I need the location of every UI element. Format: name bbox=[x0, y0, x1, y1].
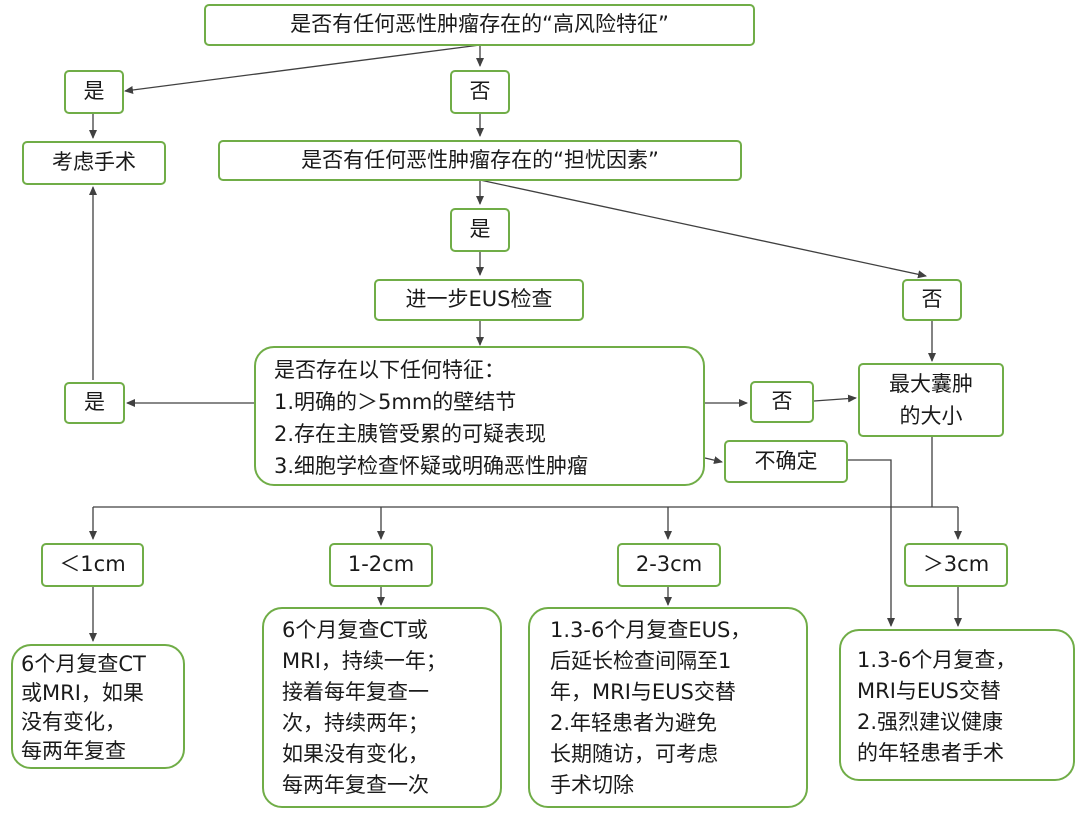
plan-1-2-line: 每两年复查一次 bbox=[282, 773, 429, 797]
plan-gt3-line: MRI与EUS交替 bbox=[857, 679, 1001, 703]
plan-1-2-line: 6个月复查CT或 bbox=[282, 618, 428, 642]
plan-gt3-node: 1.3-6个月复查， MRI与EUS交替 2.强烈建议健康 的年轻患者手术 bbox=[839, 629, 1075, 781]
features-question-line: 2.存在主胰管受累的可疑表现 bbox=[274, 422, 547, 446]
plan-2-3-line: 后延长检查间隔至1 bbox=[550, 649, 732, 673]
consider-surgery-node: 考虑手术 bbox=[22, 141, 166, 185]
size-gt3-label: ＞3cm bbox=[922, 552, 990, 577]
worrisome-question-label: 是否有任何恶性肿瘤存在的“担忧因素” bbox=[301, 147, 659, 172]
plan-2-3-node: 1.3-6个月复查EUS， 后延长检查间隔至1 年，MRI与EUS交替 2.年轻… bbox=[528, 607, 808, 808]
largest-cyst-line: 的大小 bbox=[899, 404, 963, 428]
plan-1-2-line: 如果没有变化， bbox=[282, 742, 429, 766]
size-lt1-label: ＜1cm bbox=[59, 552, 126, 577]
no-node-1: 否 bbox=[450, 70, 510, 114]
plan-1-2-line: MRI，持续一年； bbox=[282, 649, 447, 673]
no-node-1-label: 否 bbox=[469, 79, 491, 104]
high-risk-question-label: 是否有任何恶性肿瘤存在的“高风险特征” bbox=[290, 12, 669, 37]
plan-2-3-line: 手术切除 bbox=[550, 773, 634, 797]
eus-node: 进一步EUS检查 bbox=[374, 279, 584, 321]
plan-2-3-line: 2.年轻患者为避免 bbox=[550, 711, 718, 735]
features-question-text: 是否存在以下任何特征： 1.明确的＞5mm的壁结节 2.存在主胰管受累的可疑表现… bbox=[274, 354, 588, 482]
no-node-3-label: 否 bbox=[771, 389, 793, 414]
plan-gt3-line: 1.3-6个月复查， bbox=[857, 648, 1017, 672]
size-1-2-node: 1-2cm bbox=[329, 543, 433, 587]
yes-node-2: 是 bbox=[450, 208, 510, 252]
features-question-line: 1.明确的＞5mm的壁结节 bbox=[274, 390, 517, 414]
uncertain-node: 不确定 bbox=[724, 440, 848, 483]
no-node-2: 否 bbox=[902, 279, 962, 321]
plan-1-2-line: 次，持续两年； bbox=[282, 711, 429, 735]
largest-cyst-line: 最大囊肿 bbox=[889, 372, 973, 396]
largest-cyst-node: 最大囊肿 的大小 bbox=[858, 363, 1004, 437]
size-gt3-node: ＞3cm bbox=[904, 543, 1008, 587]
yes-node-1-label: 是 bbox=[83, 79, 105, 104]
plan-lt1-text: 6个月复查CT 或MRI，如果 没有变化， 每两年复查 bbox=[21, 650, 146, 766]
yes-node-3: 是 bbox=[64, 382, 125, 424]
plan-1-2-node: 6个月复查CT或 MRI，持续一年； 接着每年复查一 次，持续两年； 如果没有变… bbox=[262, 607, 502, 808]
no-node-3: 否 bbox=[750, 381, 814, 423]
features-question: 是否存在以下任何特征： 1.明确的＞5mm的壁结节 2.存在主胰管受累的可疑表现… bbox=[254, 346, 705, 486]
no-node-2-label: 否 bbox=[921, 287, 943, 312]
plan-lt1-line: 或MRI，如果 bbox=[21, 681, 144, 705]
plan-lt1-node: 6个月复查CT 或MRI，如果 没有变化， 每两年复查 bbox=[11, 644, 185, 769]
plan-2-3-text: 1.3-6个月复查EUS， 后延长检查间隔至1 年，MRI与EUS交替 2.年轻… bbox=[550, 615, 751, 801]
plan-gt3-text: 1.3-6个月复查， MRI与EUS交替 2.强烈建议健康 的年轻患者手术 bbox=[857, 645, 1016, 769]
yes-node-3-label: 是 bbox=[84, 390, 105, 415]
plan-1-2-text: 6个月复查CT或 MRI，持续一年； 接着每年复查一 次，持续两年； 如果没有变… bbox=[282, 615, 447, 801]
eus-node-label: 进一步EUS检查 bbox=[405, 287, 553, 312]
size-1-2-label: 1-2cm bbox=[347, 552, 415, 577]
plan-1-2-line: 接着每年复查一 bbox=[282, 680, 429, 704]
yes-node-2-label: 是 bbox=[469, 217, 491, 242]
worrisome-question: 是否有任何恶性肿瘤存在的“担忧因素” bbox=[218, 140, 742, 181]
size-2-3-label: 2-3cm bbox=[635, 552, 703, 577]
plan-gt3-line: 的年轻患者手术 bbox=[857, 741, 1004, 765]
size-2-3-node: 2-3cm bbox=[617, 543, 721, 587]
consider-surgery-label: 考虑手术 bbox=[52, 150, 136, 175]
uncertain-node-label: 不确定 bbox=[754, 448, 818, 473]
features-question-line: 3.细胞学检查怀疑或明确恶性肿瘤 bbox=[274, 454, 589, 478]
plan-2-3-line: 1.3-6个月复查EUS， bbox=[550, 618, 752, 642]
plan-2-3-line: 长期随访，可考虑 bbox=[550, 742, 718, 766]
features-question-line: 是否存在以下任何特征： bbox=[274, 358, 505, 382]
plan-lt1-line: 没有变化， bbox=[21, 710, 126, 734]
high-risk-question: 是否有任何恶性肿瘤存在的“高风险特征” bbox=[204, 4, 755, 46]
plan-lt1-line: 每两年复查 bbox=[21, 739, 126, 763]
size-lt1-node: ＜1cm bbox=[41, 543, 144, 587]
plan-2-3-line: 年，MRI与EUS交替 bbox=[550, 680, 736, 704]
plan-lt1-line: 6个月复查CT bbox=[21, 652, 146, 676]
yes-node-1: 是 bbox=[64, 70, 124, 114]
largest-cyst-text: 最大囊肿 的大小 bbox=[889, 368, 973, 432]
plan-gt3-line: 2.强烈建议健康 bbox=[857, 710, 1004, 734]
